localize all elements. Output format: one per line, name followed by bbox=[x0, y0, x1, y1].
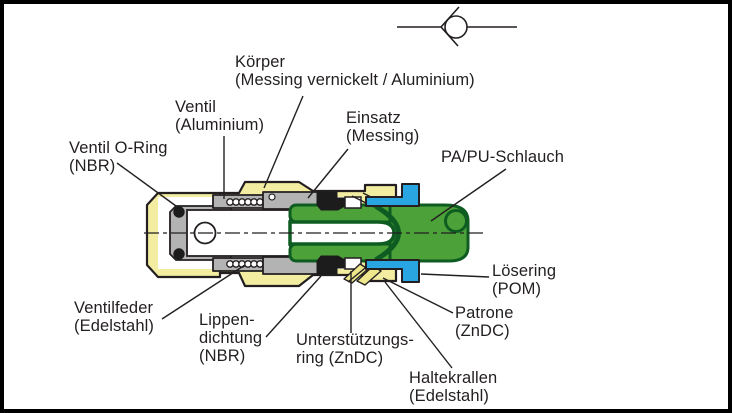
leader-lines bbox=[116, 95, 507, 369]
label-patrone: Patrone (ZnDC) bbox=[455, 304, 514, 340]
valve-o-ring-upper bbox=[173, 206, 185, 218]
fitting-cross-section bbox=[144, 180, 483, 288]
hose-end-bore bbox=[444, 209, 468, 233]
leader-lippendichtung bbox=[265, 275, 322, 338]
leader-patrone bbox=[382, 277, 454, 314]
leader-einsatz bbox=[307, 148, 349, 199]
leader-pa-pu-schlauch bbox=[430, 168, 507, 222]
leader-ventil-o-ring bbox=[116, 162, 177, 207]
label-unterstuetzungsring: Unterstützungs- ring (ZnDC) bbox=[296, 331, 414, 367]
label-loesering: Lösering (POM) bbox=[492, 262, 557, 298]
release-ring-bottom bbox=[365, 259, 420, 283]
label-ventil-o-ring: Ventil O-Ring (NBR) bbox=[69, 139, 168, 175]
leader-haltekrallen bbox=[384, 281, 453, 369]
label-lippendichtung: Lippen- dichtung (NBR) bbox=[199, 311, 263, 365]
valve-spring-coils bbox=[226, 198, 264, 268]
label-haltekrallen: Haltekrallen (Edelstahl) bbox=[409, 369, 498, 405]
release-ring-top bbox=[365, 183, 420, 207]
leader-koerper bbox=[263, 95, 304, 189]
check-valve-symbol bbox=[397, 6, 517, 47]
leader-loesering bbox=[420, 273, 490, 278]
label-einsatz: Einsatz (Messing) bbox=[346, 109, 420, 145]
valve-o-ring-lower bbox=[173, 248, 185, 260]
insert-detail-hole bbox=[268, 193, 276, 201]
label-ventilfeder: Ventilfeder (Edelstahl) bbox=[74, 299, 154, 335]
label-koerper: Körper (Messing vernickelt / Aluminium) bbox=[235, 53, 475, 89]
label-pa-pu-schlauch: PA/PU-Schlauch bbox=[441, 148, 565, 166]
leader-ventilfeder bbox=[161, 264, 246, 320]
support-ring-bottom bbox=[344, 257, 362, 270]
label-ventil: Ventil (Aluminium) bbox=[175, 98, 265, 134]
